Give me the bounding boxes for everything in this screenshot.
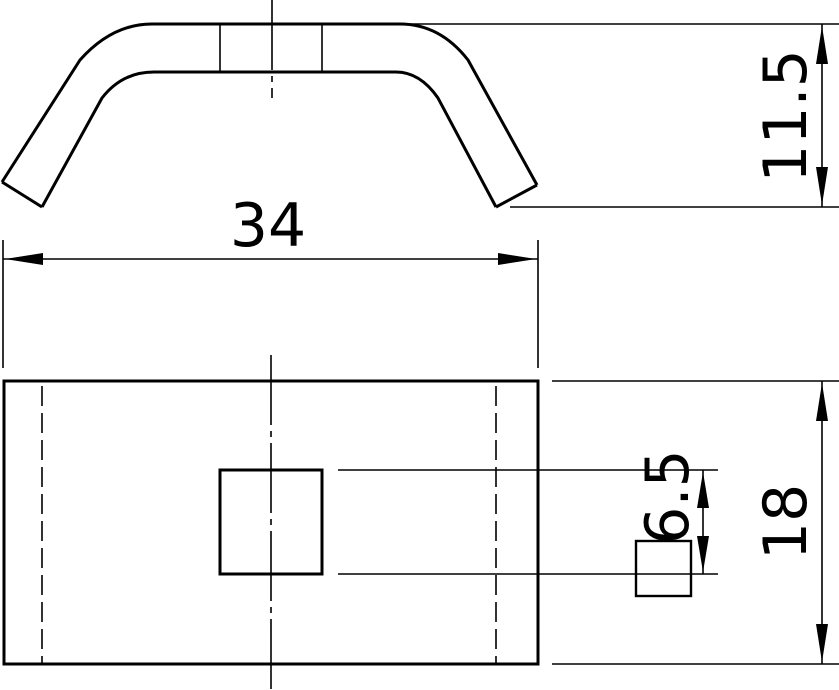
profile-outer-edge [0, 22, 539, 186]
side-view [0, 0, 539, 209]
dimension-hole: 6.5 [338, 449, 718, 598]
dimension-depth: 18 [552, 380, 839, 665]
arrow-width-right [498, 253, 536, 265]
arrow-depth-bottom [816, 624, 828, 662]
profile-inner-edge [40, 70, 498, 208]
dimension-label-height: 11.5 [751, 49, 821, 183]
dimension-width: 34 [2, 191, 539, 368]
profile-left-end [1, 180, 43, 209]
arrow-height-top [816, 26, 828, 64]
arrow-hole-bottom [697, 536, 709, 572]
dimension-label-width: 34 [230, 191, 306, 261]
arrow-height-bottom [816, 167, 828, 205]
plan-view [2, 355, 540, 690]
dimension-label-depth: 18 [751, 484, 821, 560]
dimension-label-hole: 6.5 [633, 449, 703, 544]
profile-right-end [495, 183, 538, 209]
square-symbol-icon [634, 539, 693, 598]
arrow-hole-top [697, 472, 709, 508]
arrow-width-left [5, 253, 43, 265]
arrow-depth-top [816, 383, 828, 421]
dimension-height: 11.5 [400, 23, 839, 208]
